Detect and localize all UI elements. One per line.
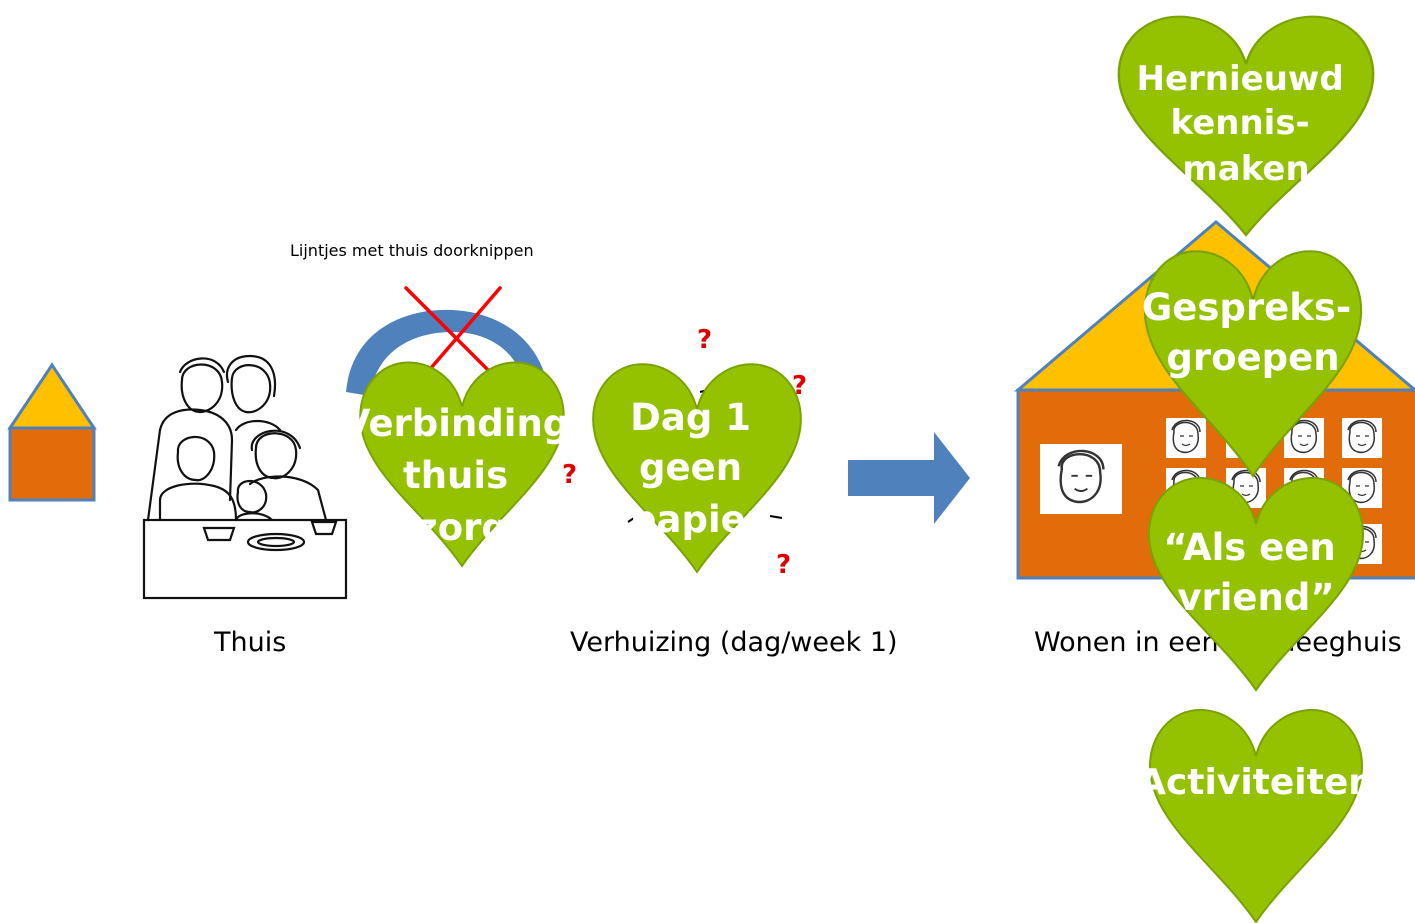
svg-text:Dag 1 geen papier: Dag 1 geen papier xyxy=(630,396,765,541)
question-mark: ? xyxy=(776,550,791,580)
heart-line: vriend” xyxy=(1177,576,1334,619)
heart-line: groepen xyxy=(1166,336,1339,379)
heart-line: “Als een xyxy=(1163,526,1335,569)
question-mark: ? xyxy=(697,325,712,355)
heart-line: Verbinding xyxy=(342,402,569,445)
heart-als-een-vriend: “Als een vriend” xyxy=(1147,476,1365,692)
heart-gesprekken: Gespreks- groepen xyxy=(1142,250,1364,478)
resident-photo-large xyxy=(1040,444,1122,514)
heart-line: Activiteiten xyxy=(1138,762,1374,803)
heart-activiteiten: Activiteiten xyxy=(1138,709,1374,923)
heart-kennismaken: Hernieuwd kennis- maken xyxy=(1117,15,1375,237)
svg-text:Gespreks- groepen: Gespreks- groepen xyxy=(1142,286,1364,379)
svg-text:Verbinding thuis (: Verbinding thuis (zorg) xyxy=(342,402,582,549)
small-house-icon xyxy=(7,362,97,502)
heart-line: geen xyxy=(639,446,742,489)
thuis-label: Thuis xyxy=(213,627,286,658)
svg-text:Activiteiten: Activiteiten xyxy=(1138,762,1374,803)
heart-verbinding: Verbinding thuis (zorg) xyxy=(342,361,582,567)
arrow-right-icon xyxy=(848,432,970,524)
heart-line: maken xyxy=(1182,149,1309,189)
question-mark: ? xyxy=(562,460,577,490)
heart-line: thuis xyxy=(403,454,508,497)
heart-dag1: Dag 1 geen papier xyxy=(592,363,802,573)
family-illustration xyxy=(142,354,348,600)
heart-line: Gespreks- xyxy=(1142,286,1351,329)
heart-line: papier xyxy=(630,498,765,541)
heart-line: (zorg) xyxy=(399,506,525,549)
cut-lines-label: Lijntjes met thuis doorknippen xyxy=(290,241,534,260)
heart-line: kennis- xyxy=(1170,103,1309,143)
svg-text:“Als een vriend”: “Als een vriend” xyxy=(1163,526,1348,619)
heart-line: Hernieuwd xyxy=(1137,59,1344,99)
svg-text:Hernieuwd kennis-: Hernieuwd kennis- maken xyxy=(1137,59,1356,189)
verhuizing-label: Verhuizing (dag/week 1) xyxy=(570,627,898,658)
connection-arc-icon xyxy=(346,309,548,396)
heart-line: Dag 1 xyxy=(630,396,751,439)
